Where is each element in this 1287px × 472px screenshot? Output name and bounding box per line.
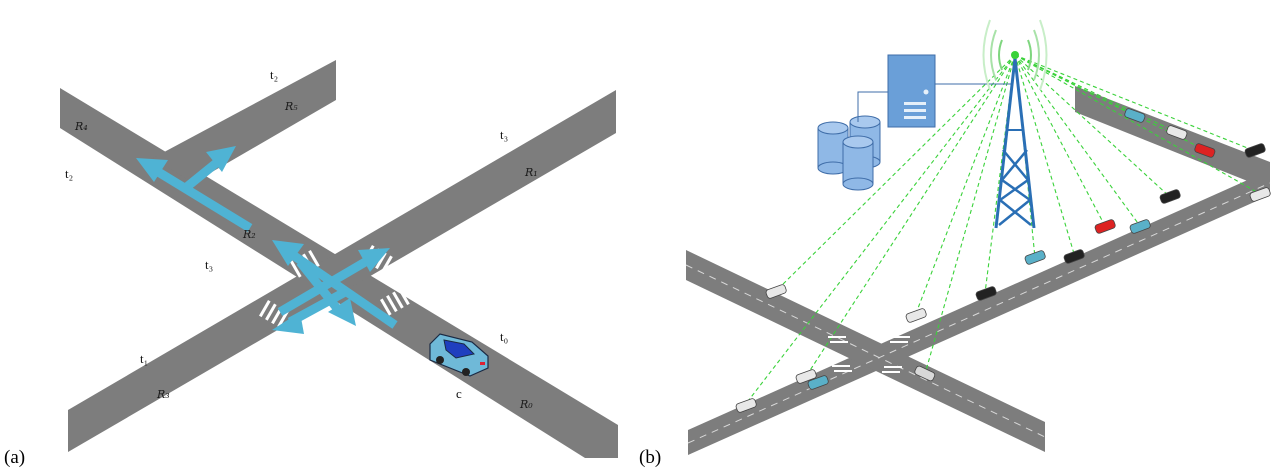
route-arrows [136, 146, 398, 334]
wireless-signals [744, 54, 1263, 406]
panel-label-b: (b) [639, 447, 662, 468]
time-label-t3-mid: t₃ [205, 257, 213, 272]
vehicle-label-c: c [456, 386, 462, 401]
panel-b-diagram [685, 19, 1271, 455]
database-icon [817, 115, 881, 191]
road-label-r2-mid: R₂ [242, 228, 256, 241]
crosswalks-b [828, 336, 910, 373]
road-upper-right [1075, 86, 1270, 190]
time-label-t1: t₁ [140, 351, 148, 366]
panel-label-a: (a) [4, 447, 26, 468]
road-label-r5: R₅ [284, 100, 298, 113]
car-icon-group [735, 108, 1271, 413]
cell-tower-icon [982, 19, 1048, 229]
road-label-r1: R₁ [524, 166, 538, 179]
time-label-t2-left: t₂ [65, 166, 73, 181]
panel-a-diagram: R₀ R₁ R₂ R₃ R₄ R₅ t₀ t₁ t₂ t₂ t₃ t₃ c [60, 60, 618, 458]
road-label-r3: R₃ [156, 388, 170, 401]
time-label-t3-right: t₃ [500, 127, 508, 142]
time-label-t2-top: t₂ [270, 67, 278, 82]
time-label-t0: t₀ [500, 329, 508, 344]
vehicle-car-icon [429, 333, 489, 377]
road-r5 [153, 60, 336, 183]
road-label-r4: R₄ [74, 120, 88, 133]
road-label-r0: R₀ [519, 398, 533, 411]
server-icon [857, 54, 1012, 128]
